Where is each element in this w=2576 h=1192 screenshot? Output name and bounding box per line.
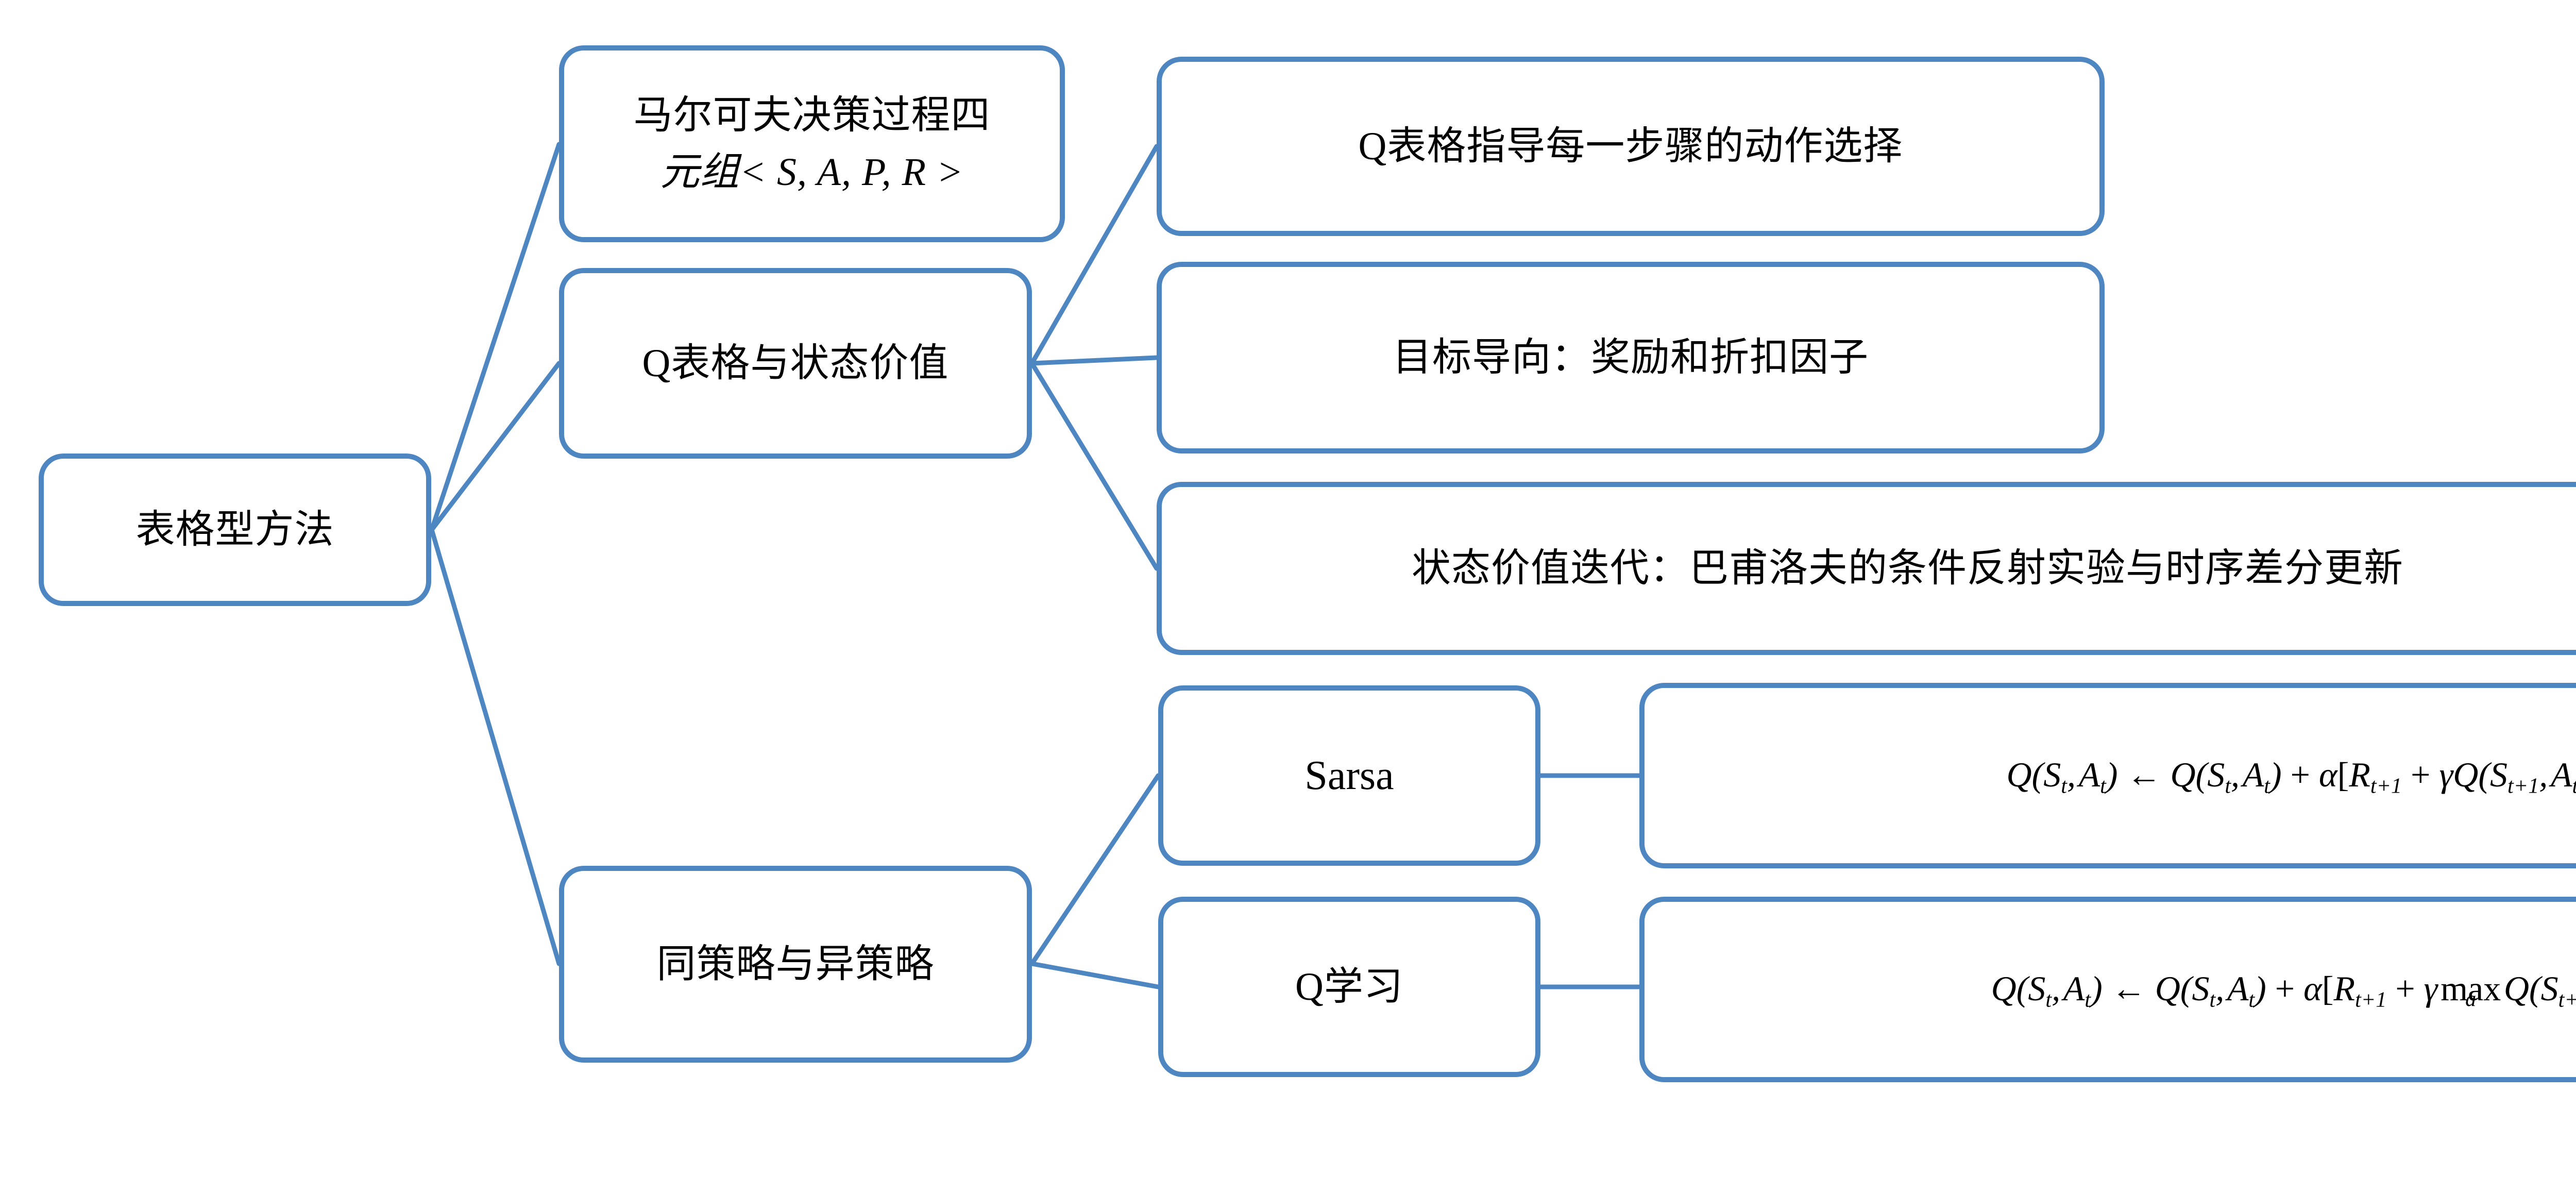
node-qtable-child-2-label: 目标导向：奖励和折扣因子 (1393, 335, 1869, 379)
node-root[interactable]: 表格型方法 (39, 454, 431, 606)
node-qtable-child-1[interactable]: Q表格指导每一步骤的动作选择 (1157, 57, 2105, 236)
edge-onoff-to-qlearn (1029, 961, 1161, 989)
edge-qtable-to-c2 (1029, 355, 1159, 366)
edge-root-to-mdp (429, 142, 562, 532)
node-sarsa-label: Sarsa (1304, 753, 1394, 798)
node-onoff[interactable]: 同策略与异策略 (559, 866, 1032, 1063)
edge-root-to-onoff (429, 527, 562, 966)
edge-root-to-qtable (429, 361, 562, 532)
node-qlearn-label: Q学习 (1295, 965, 1403, 1009)
node-onoff-label: 同策略与异策略 (656, 942, 935, 986)
node-mdp-label-line1: 马尔可夫决策过程四 (633, 93, 991, 137)
node-mdp-label-line2: 元组< S, A, P, R > (660, 150, 964, 194)
node-sarsa[interactable]: Sarsa (1158, 685, 1540, 866)
node-qtable[interactable]: Q表格与状态价值 (559, 268, 1032, 459)
node-qtable-child-1-label: Q表格指导每一步骤的动作选择 (1358, 124, 1903, 168)
node-qtable-child-3[interactable]: 状态价值迭代：巴甫洛夫的条件反射实验与时序差分更新 (1157, 482, 2576, 655)
node-sarsa-formula-label: Q(St, At) ← Q(St, At) + α[Rt+1 + γQ(St+1… (2006, 755, 2576, 798)
node-qtable-child-3-label: 状态价值迭代：巴甫洛夫的条件反射实验与时序差分更新 (1412, 546, 2403, 590)
edge-onoff-to-sarsa (1029, 773, 1161, 966)
node-mdp[interactable]: 马尔可夫决策过程四 元组< S, A, P, R > (559, 45, 1065, 242)
node-root-label: 表格型方法 (135, 508, 334, 551)
node-qlearn[interactable]: Q学习 (1158, 897, 1540, 1077)
node-qtable-child-2[interactable]: 目标导向：奖励和折扣因子 (1157, 262, 2105, 454)
node-mdp-label: 马尔可夫决策过程四 元组< S, A, P, R > (578, 87, 1046, 200)
node-sarsa-formula[interactable]: Q(St, At) ← Q(St, At) + α[Rt+1 + γQ(St+1… (1639, 683, 2576, 868)
edge-qtable-to-c3 (1029, 361, 1159, 571)
node-qtable-label: Q表格与状态价值 (642, 341, 949, 385)
